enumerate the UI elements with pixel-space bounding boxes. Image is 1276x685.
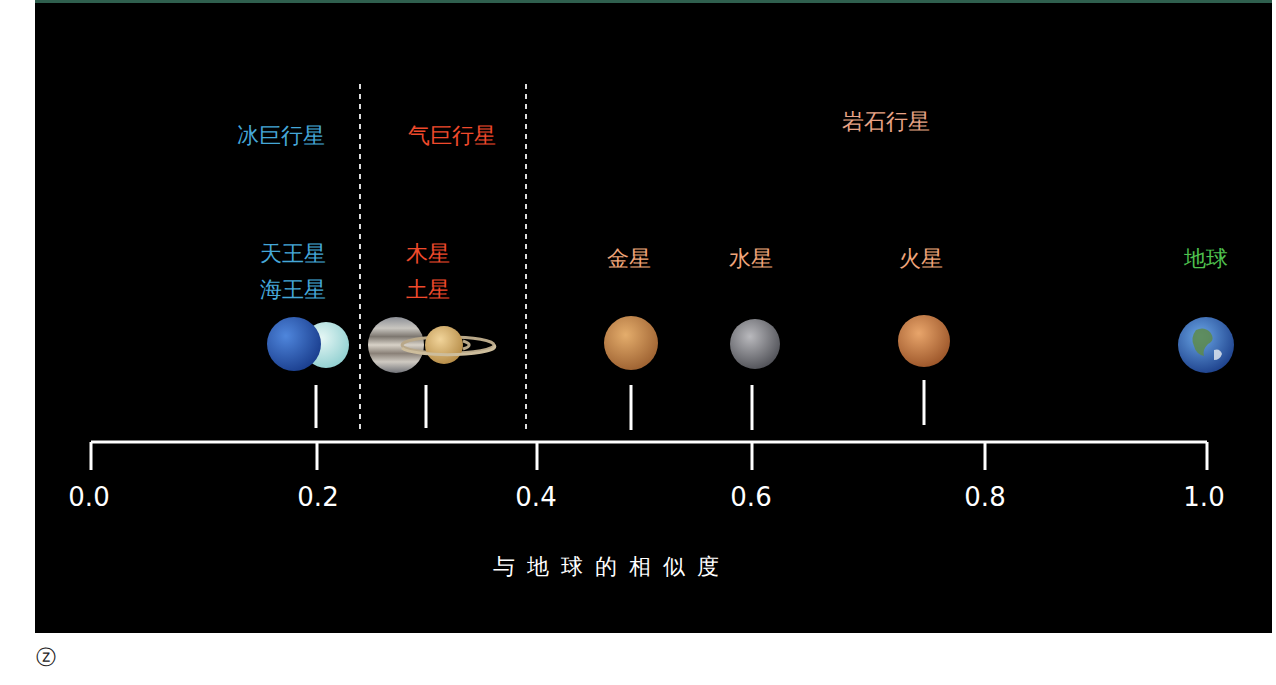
planet-name: 海王星 bbox=[260, 277, 326, 302]
planet-name: 水星 bbox=[729, 246, 773, 271]
tick-label: 0.2 bbox=[297, 483, 338, 513]
planet-name: 地球 bbox=[1184, 246, 1228, 271]
planet-name: 木星 bbox=[406, 241, 450, 266]
tick-label: 0.0 bbox=[68, 483, 109, 513]
planet-name: 土星 bbox=[406, 277, 450, 302]
tick-label: 1.0 bbox=[1183, 483, 1224, 513]
earth bbox=[1178, 317, 1234, 373]
watermark: ⓩ bbox=[36, 646, 56, 669]
tick-label: 0.4 bbox=[515, 483, 556, 513]
neptune bbox=[267, 317, 321, 371]
mars bbox=[898, 315, 950, 367]
planet-marker bbox=[316, 380, 924, 430]
top-strip bbox=[35, 0, 1272, 3]
category-label: 气巨行星 bbox=[408, 123, 496, 148]
separator bbox=[525, 84, 527, 432]
axis-title: 与地球的相似度 bbox=[493, 554, 731, 579]
background-panel bbox=[35, 0, 1272, 633]
planet-name: 天王星 bbox=[260, 241, 326, 266]
category-label: 冰巨行星 bbox=[237, 123, 325, 148]
separator bbox=[359, 84, 361, 432]
tick-label: 0.6 bbox=[730, 483, 771, 513]
tick-label: 0.8 bbox=[964, 483, 1005, 513]
category-label: 岩石行星 bbox=[842, 109, 930, 134]
mercury bbox=[730, 319, 780, 369]
venus bbox=[604, 316, 658, 370]
planet-name: 火星 bbox=[899, 246, 943, 271]
jupiter bbox=[368, 317, 424, 373]
planet-name: 金星 bbox=[607, 246, 651, 271]
axis bbox=[91, 442, 1207, 470]
saturn bbox=[402, 326, 495, 364]
